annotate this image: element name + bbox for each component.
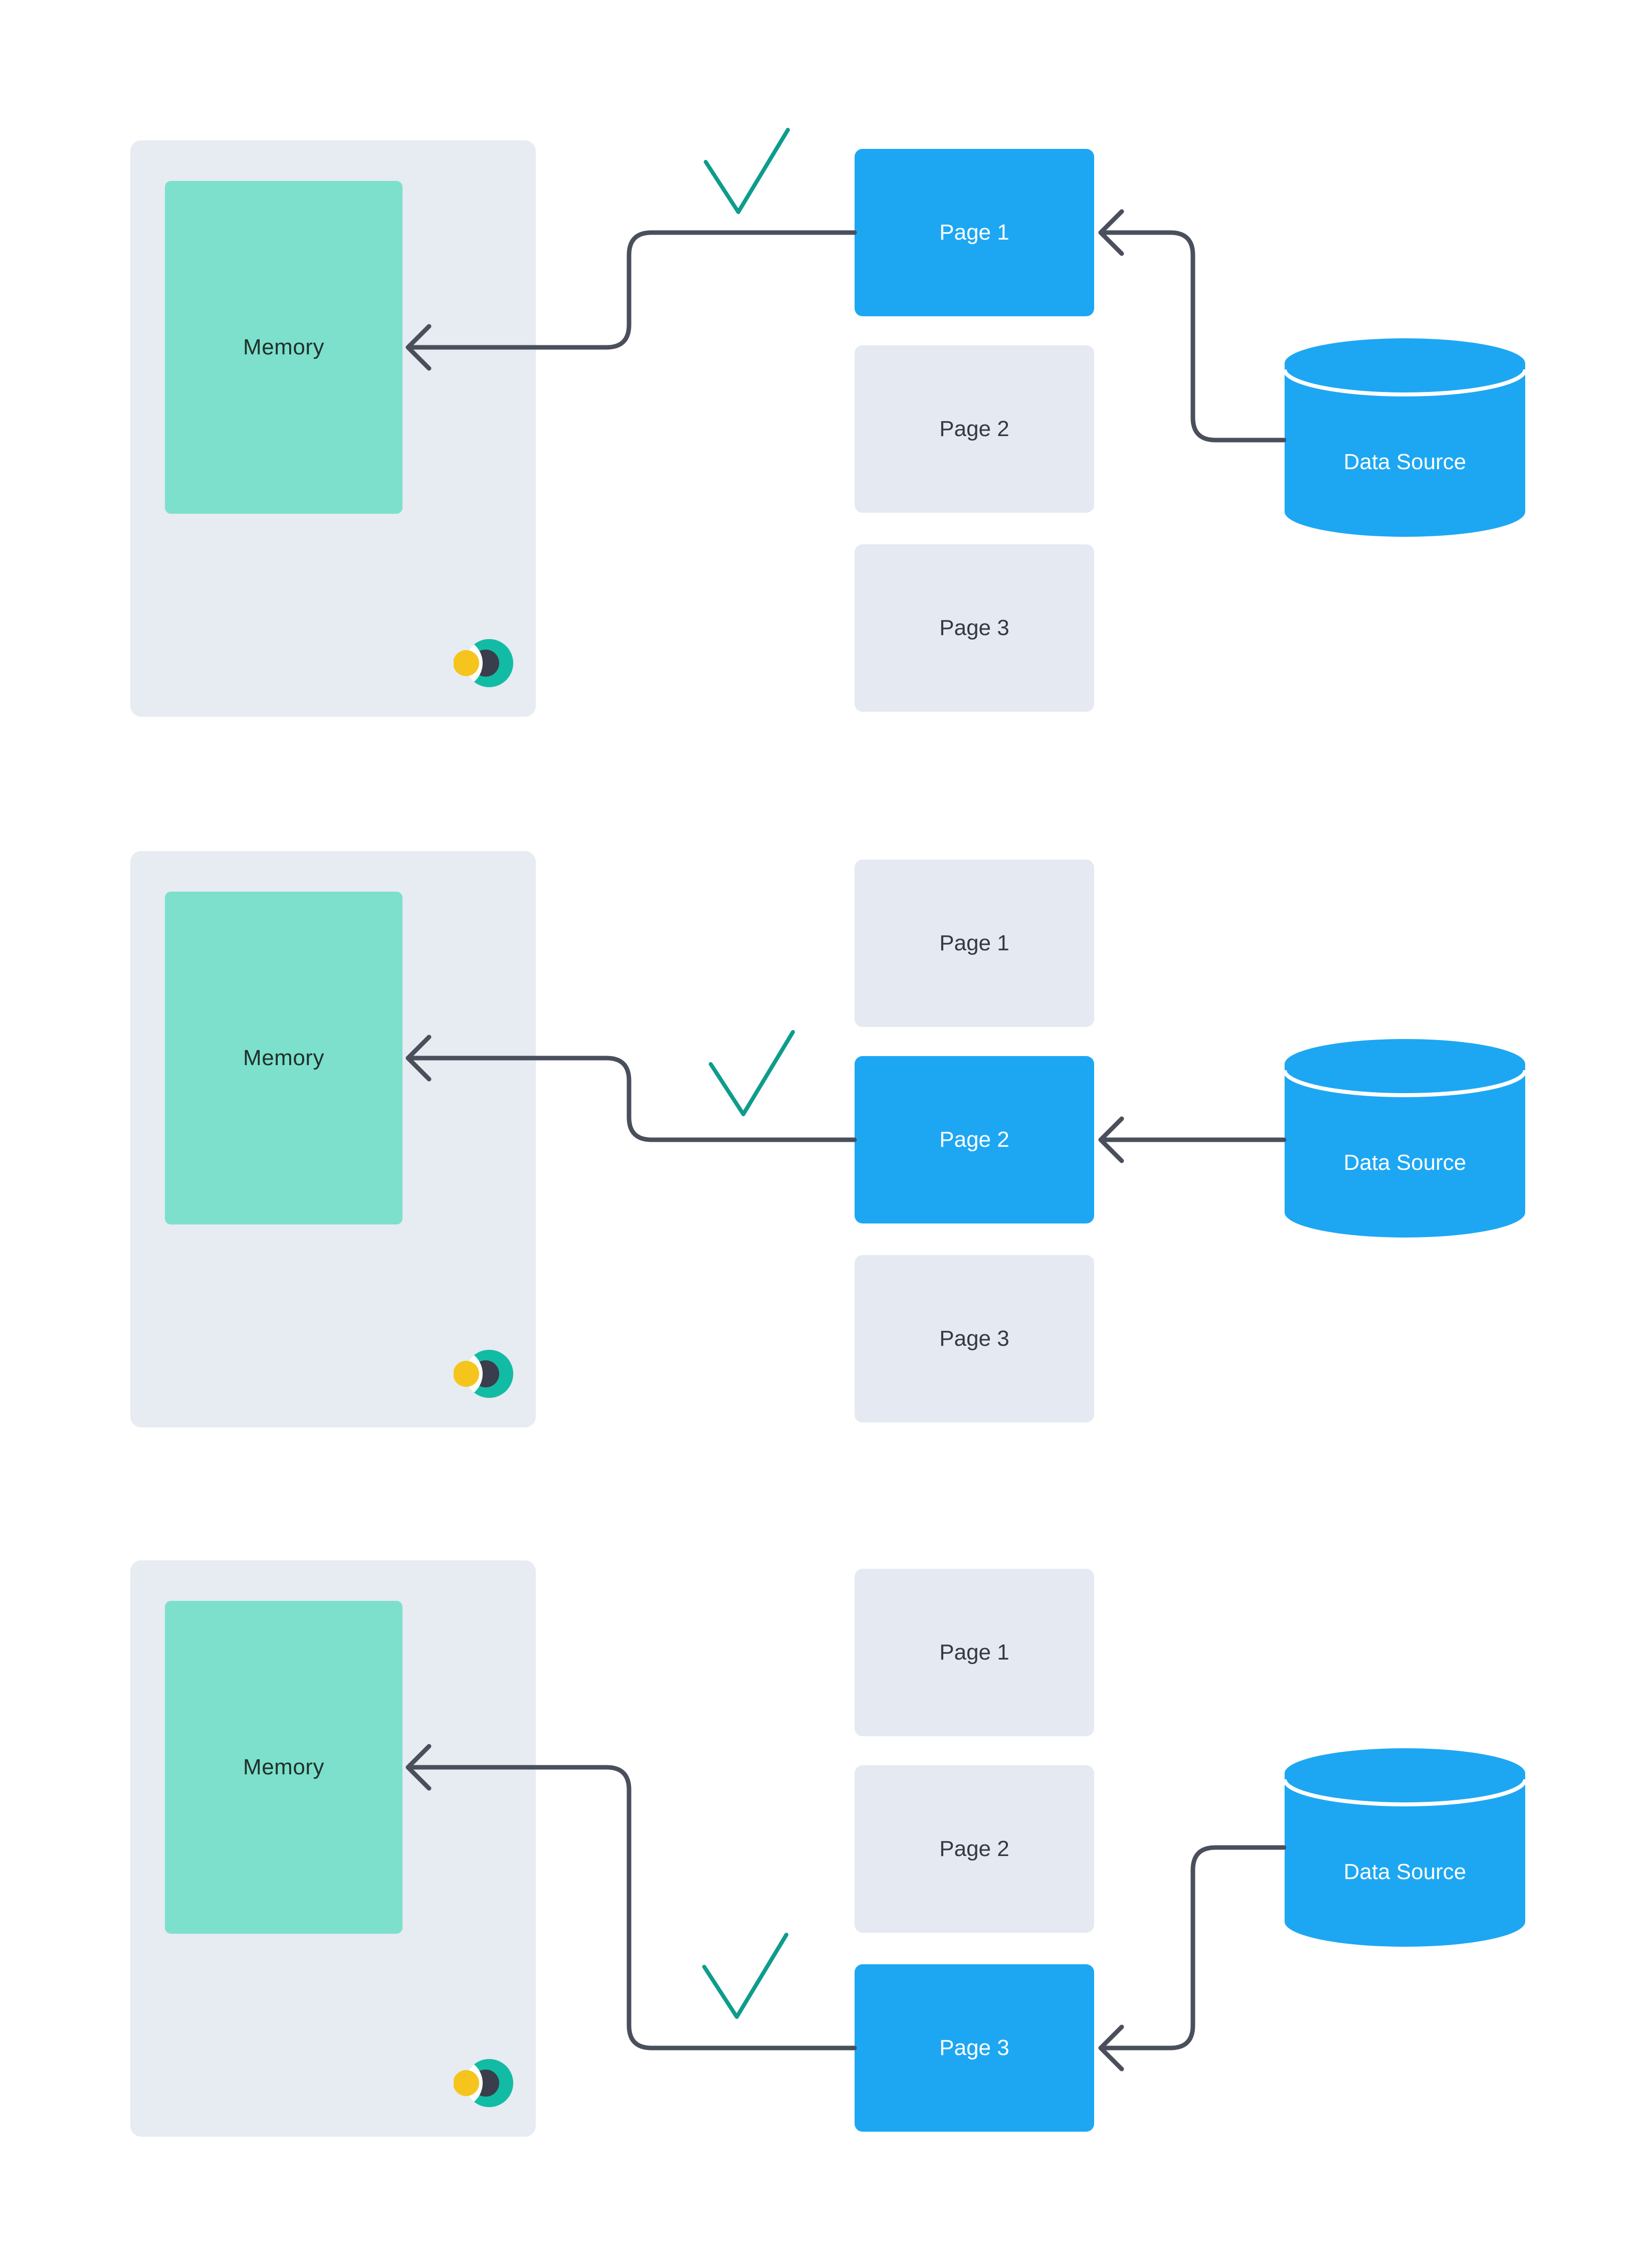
page-box: Page 1 [855, 860, 1094, 1027]
data-source: Data Source [1284, 337, 1526, 538]
paging-step-2: Memory Page 1 Page 2 Page 3 Data Source [0, 851, 1652, 1583]
page-box: Page 3 [855, 1255, 1094, 1422]
crescent-logo-icon [454, 2059, 513, 2107]
memory-label: Memory [243, 335, 324, 359]
page-box: Page 1 [855, 1569, 1094, 1736]
memory-label: Memory [243, 1755, 324, 1779]
database-cylinder-icon [1284, 1039, 1526, 1238]
page-box-active: Page 1 [855, 149, 1094, 316]
page-box-active: Page 3 [855, 1964, 1094, 2132]
page-label: Page 2 [939, 417, 1009, 441]
data-source-label: Data Source [1343, 1150, 1467, 1175]
page-label: Page 1 [939, 931, 1009, 955]
page-label: Page 3 [939, 1326, 1009, 1351]
page-label: Page 3 [939, 2035, 1009, 2060]
crescent-logo-icon [454, 639, 513, 687]
page-box: Page 3 [855, 544, 1094, 712]
page-box-active: Page 2 [855, 1056, 1094, 1223]
data-source: Data Source [1284, 1038, 1526, 1239]
page-label: Page 2 [939, 1127, 1009, 1152]
data-source-label: Data Source [1343, 1860, 1467, 1884]
page-box: Page 2 [855, 345, 1094, 513]
page-box: Page 2 [855, 1765, 1094, 1933]
memory-box: Memory [165, 181, 402, 514]
paging-step-3: Memory Page 1 Page 2 Page 3 Data Source [0, 1560, 1652, 2261]
database-cylinder-icon [1284, 338, 1526, 537]
memory-box: Memory [165, 1601, 402, 1934]
memory-box: Memory [165, 892, 402, 1224]
page-label: Page 1 [939, 1640, 1009, 1665]
database-cylinder-icon [1284, 1748, 1526, 1947]
paging-step-1: Memory Page 1 Page 2 Page 3 Data Source [0, 140, 1652, 872]
memory-label: Memory [243, 1046, 324, 1070]
page-label: Page 3 [939, 615, 1009, 640]
data-source-label: Data Source [1343, 450, 1467, 474]
data-source: Data Source [1284, 1747, 1526, 1948]
page-label: Page 1 [939, 220, 1009, 245]
page-label: Page 2 [939, 1836, 1009, 1861]
crescent-logo-icon [454, 1350, 513, 1398]
